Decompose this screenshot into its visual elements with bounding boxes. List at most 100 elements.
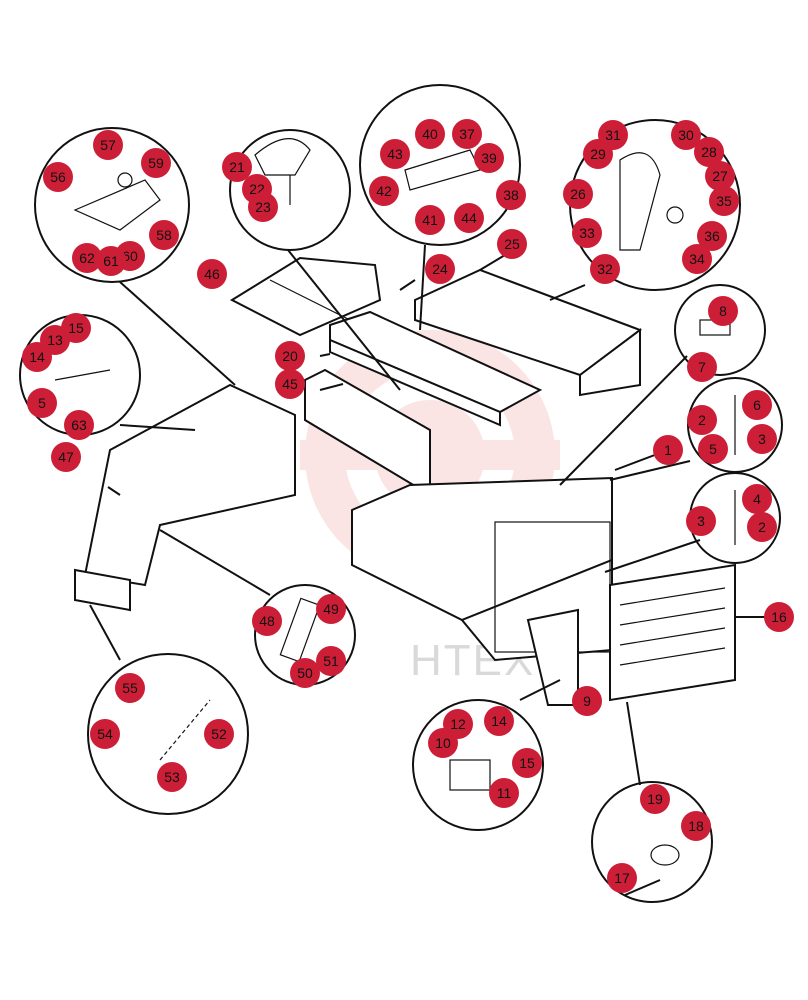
callout-14b-circle: [484, 706, 514, 736]
callout-9: 9: [572, 686, 602, 716]
callout-48: 48: [252, 606, 282, 636]
callout-36-circle: [697, 221, 727, 251]
callout-24: 24: [425, 254, 455, 284]
callout-46-label: 46: [204, 266, 220, 282]
callout-9-label: 9: [583, 693, 591, 709]
callout-15b-label: 15: [519, 755, 535, 771]
callout-18-circle: [681, 811, 711, 841]
callout-37-circle: [452, 119, 482, 149]
callout-56-label: 56: [50, 169, 66, 185]
callout-62-label: 62: [79, 250, 95, 266]
callout-14b: 14: [484, 706, 514, 736]
callout-28-label: 28: [701, 144, 717, 160]
detail-bubble-bracket-8: [674, 284, 766, 376]
callout-35-circle: [709, 186, 739, 216]
hood-panel-25: [414, 268, 643, 397]
callout-20: 20: [275, 341, 305, 371]
callout-35: 35: [709, 186, 739, 216]
callout-12: 12: [443, 709, 473, 739]
callout-23: 23: [248, 192, 278, 222]
fender-47: [74, 383, 296, 612]
callout-44-label: 44: [461, 210, 477, 226]
callout-49: 49: [316, 594, 346, 624]
callout-39: 39: [474, 143, 504, 173]
callout-58-circle: [149, 220, 179, 250]
callout-48-circle: [252, 606, 282, 636]
callout-5a-label: 5: [38, 395, 46, 411]
callout-16-circle: [764, 602, 794, 632]
callout-2b: 2: [747, 512, 777, 542]
callout-1-label: 1: [664, 442, 672, 458]
callout-59-label: 59: [148, 155, 164, 171]
callout-23-circle: [248, 192, 278, 222]
callout-51-label: 51: [323, 653, 339, 669]
callout-19: 19: [640, 784, 670, 814]
callout-34-label: 34: [689, 251, 705, 267]
callout-60-label: 60: [122, 248, 138, 264]
callout-30-circle: [671, 120, 701, 150]
callout-39-circle: [474, 143, 504, 173]
callout-53: 53: [157, 762, 187, 792]
callout-40: 40: [415, 119, 445, 149]
callout-25: 25: [497, 229, 527, 259]
callout-47-label: 47: [58, 449, 74, 465]
callout-12-circle: [443, 709, 473, 739]
callout-50: 50: [290, 658, 320, 688]
callout-44-circle: [454, 203, 484, 233]
callout-18-label: 18: [688, 818, 704, 834]
callout-3b-circle: [686, 506, 716, 536]
leader-lines: [89, 244, 770, 896]
callout-7-circle: [687, 352, 717, 382]
seat-deck-20: [329, 310, 543, 427]
callout-40-label: 40: [422, 126, 438, 142]
callout-32: 32: [590, 254, 620, 284]
callout-45-circle: [275, 369, 305, 399]
floor-panel-46: [229, 256, 382, 337]
callout-1: 1: [653, 435, 683, 465]
callout-52-label: 52: [211, 726, 227, 742]
callout-25-label: 25: [504, 236, 520, 252]
callout-15a-circle: [61, 313, 91, 343]
callout-31-label: 31: [605, 127, 621, 143]
callout-56: 56: [43, 162, 73, 192]
callout-38: 38: [496, 180, 526, 210]
callout-27: 27: [705, 161, 735, 191]
callout-33-label: 33: [579, 225, 595, 241]
callout-31: 31: [598, 120, 628, 150]
detail-bubble-hinge-bracket: [359, 84, 521, 246]
callout-45-label: 45: [282, 376, 298, 392]
callout-36-label: 36: [704, 228, 720, 244]
callout-61-circle: [96, 246, 126, 276]
callout-59: 59: [141, 148, 171, 178]
callout-62: 62: [72, 243, 102, 273]
callout-28: 28: [694, 137, 724, 167]
callout-2a-circle: [687, 405, 717, 435]
callout-3b: 3: [686, 506, 716, 536]
callout-8: 8: [708, 296, 738, 326]
callout-45: 45: [275, 369, 305, 399]
callout-11-circle: [489, 778, 519, 808]
callout-48-label: 48: [259, 613, 275, 629]
callout-24-label: 24: [432, 261, 448, 277]
callout-58-label: 58: [156, 227, 172, 243]
callout-46: 46: [197, 259, 227, 289]
callout-5b: 5: [698, 434, 728, 464]
callout-23-label: 23: [255, 199, 271, 215]
callout-32-label: 32: [597, 261, 613, 277]
callout-52: 52: [204, 719, 234, 749]
callout-57-circle: [93, 130, 123, 160]
callout-19-circle: [640, 784, 670, 814]
callout-54: 54: [90, 719, 120, 749]
callout-2b-circle: [747, 512, 777, 542]
callout-20-label: 20: [282, 348, 298, 364]
callout-12-label: 12: [450, 716, 466, 732]
callout-54-circle: [90, 719, 120, 749]
callout-59-circle: [141, 148, 171, 178]
callout-53-circle: [157, 762, 187, 792]
callout-14a: 14: [22, 342, 52, 372]
callout-46-circle: [197, 259, 227, 289]
callout-21: 21: [222, 152, 252, 182]
callout-43-circle: [380, 139, 410, 169]
callout-4-label: 4: [753, 491, 761, 507]
callout-41: 41: [415, 205, 445, 235]
